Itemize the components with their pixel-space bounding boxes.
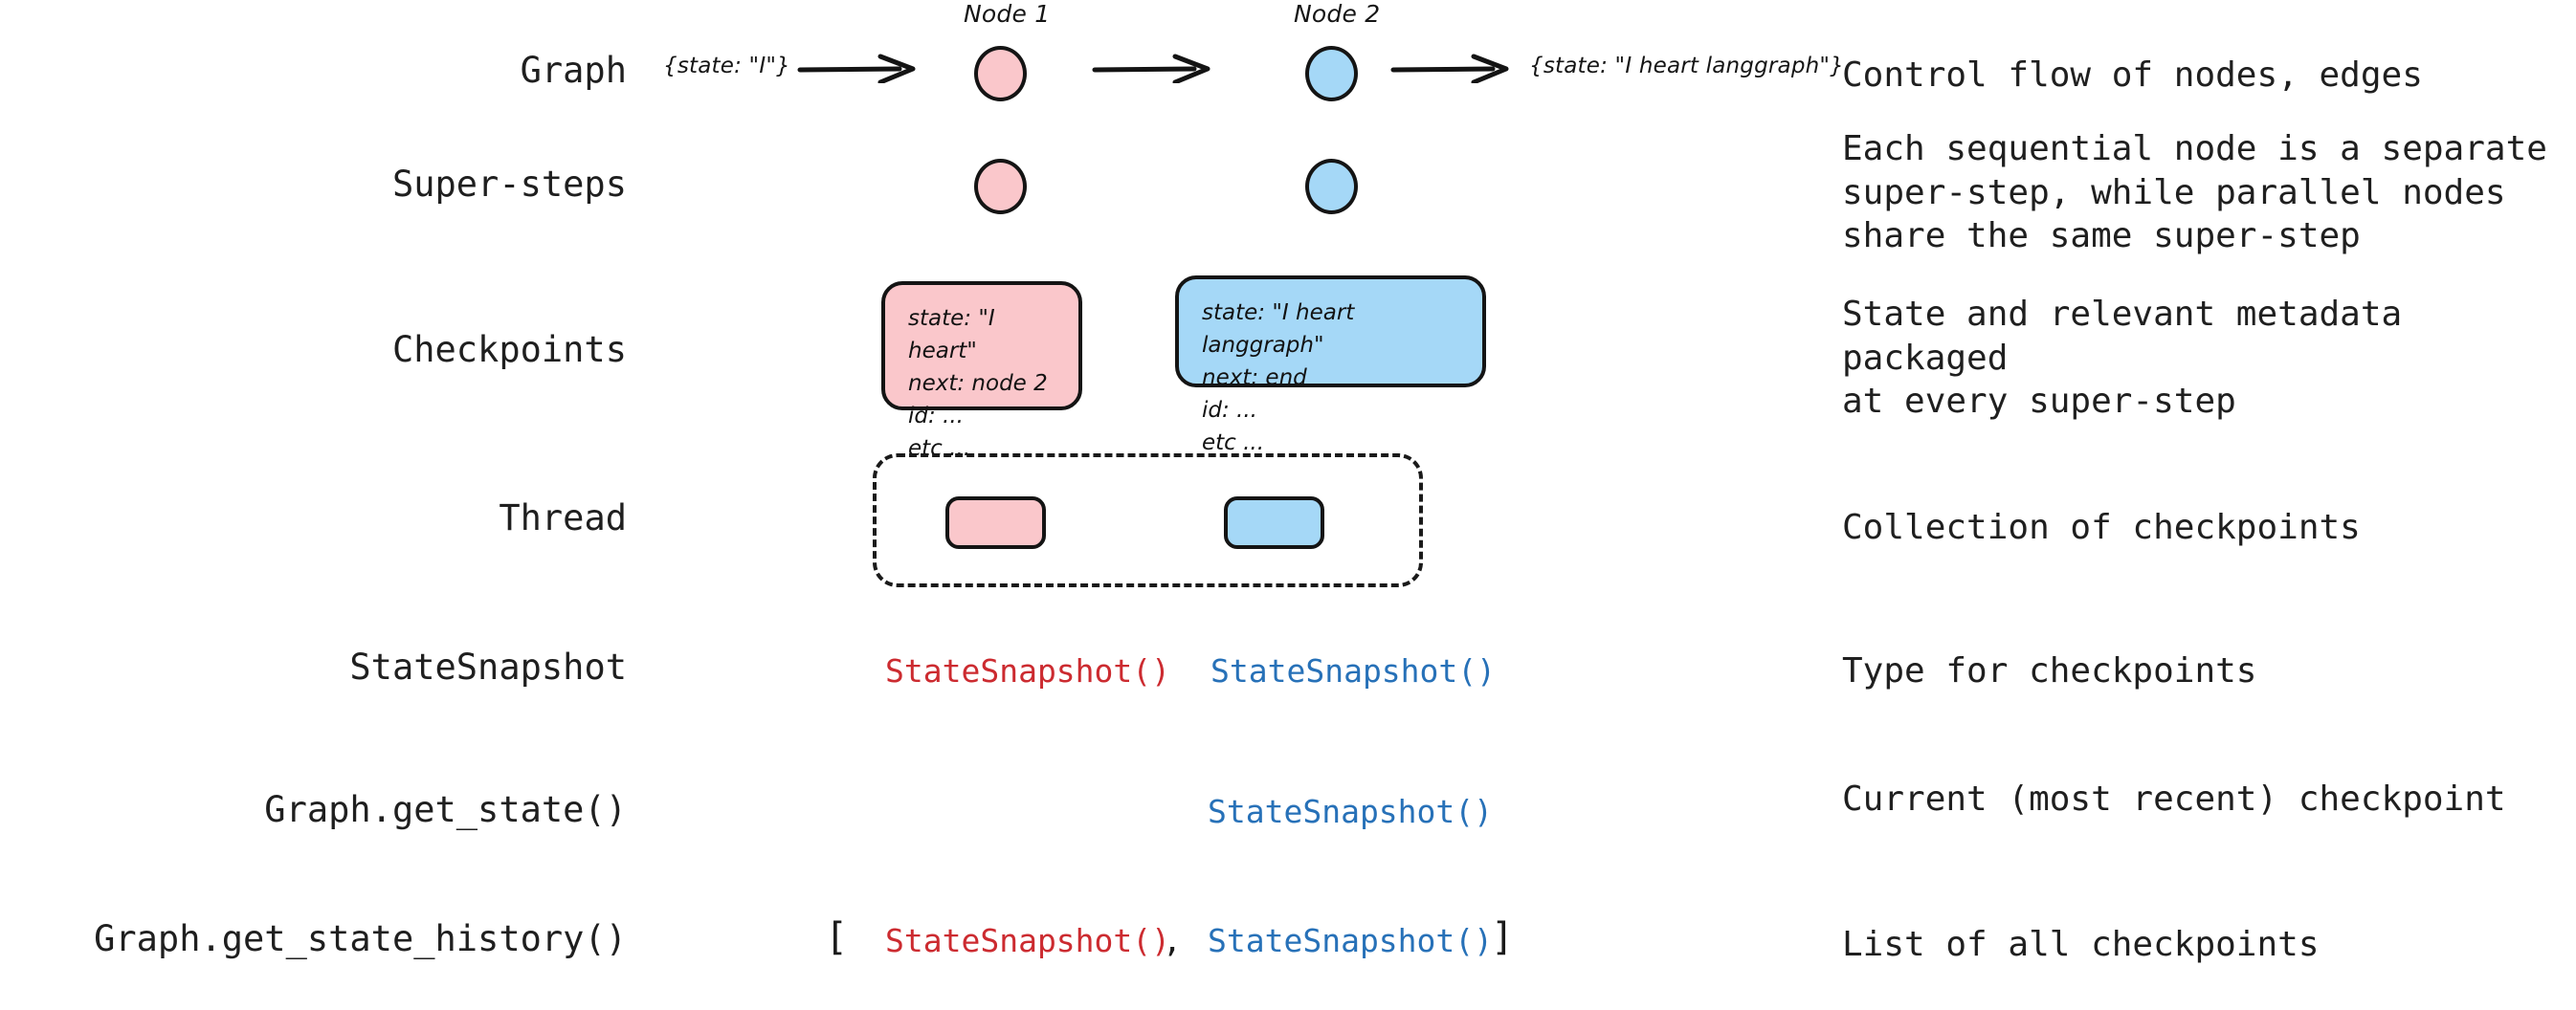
superstep-node-1 (974, 159, 1027, 214)
graph-node-2 (1305, 46, 1358, 101)
graph-node-1 (974, 46, 1027, 101)
history-snapshot-first: StateSnapshot() (885, 922, 1171, 959)
description-get-state: Current (most recent) checkpoint (1842, 779, 2506, 819)
row-label-get-state: Graph.get_state() (264, 789, 627, 830)
description-statesnapshot: Type for checkpoints (1842, 651, 2257, 691)
get-state-snapshot: StateSnapshot() (1208, 793, 1494, 830)
row-label-graph: Graph (520, 50, 627, 91)
statesnapshot-blue: StateSnapshot() (1210, 652, 1497, 690)
description-super-steps: Each sequential node is a separate super… (1842, 129, 2547, 256)
history-comma: , (1163, 922, 1182, 959)
graph-input-state-label: {state: "I"} (663, 54, 790, 78)
row-label-get-state-history: Graph.get_state_history() (94, 918, 627, 959)
row-label-statesnapshot: StateSnapshot (349, 647, 627, 688)
arrow-node2-to-output (1390, 54, 1509, 83)
row-label-super-steps: Super-steps (391, 164, 627, 205)
description-get-state-history: List of all checkpoints (1842, 925, 2320, 964)
history-snapshot-second: StateSnapshot() (1208, 922, 1494, 959)
thread-checkpoint-blue (1224, 496, 1324, 549)
history-close-bracket: ] (1491, 915, 1515, 959)
row-label-thread: Thread (499, 497, 627, 538)
arrow-node1-to-node2 (1092, 54, 1210, 83)
superstep-node-2 (1305, 159, 1358, 214)
description-thread: Collection of checkpoints (1842, 508, 2361, 547)
checkpoint-card-blue: state: "I heart langgraph" next: end id:… (1175, 275, 1486, 455)
checkpoint-card-pink: state: "I heart" next: node 2 id: ... et… (881, 281, 1082, 461)
node-2-title: Node 2 (1294, 0, 1381, 28)
description-checkpoints: State and relevant metadata packaged at … (1842, 295, 2403, 422)
row-label-checkpoints: Checkpoints (391, 329, 627, 370)
description-graph: Control flow of nodes, edges (1842, 55, 2423, 95)
statesnapshot-pink: StateSnapshot() (885, 652, 1171, 690)
thread-container (873, 453, 1423, 587)
arrow-input-to-node1 (797, 54, 916, 83)
thread-checkpoint-pink (945, 496, 1046, 549)
history-open-bracket: [ (825, 915, 849, 959)
node-1-title: Node 1 (964, 0, 1051, 28)
graph-output-state-label: {state: "I heart langgraph"} (1529, 54, 1845, 78)
